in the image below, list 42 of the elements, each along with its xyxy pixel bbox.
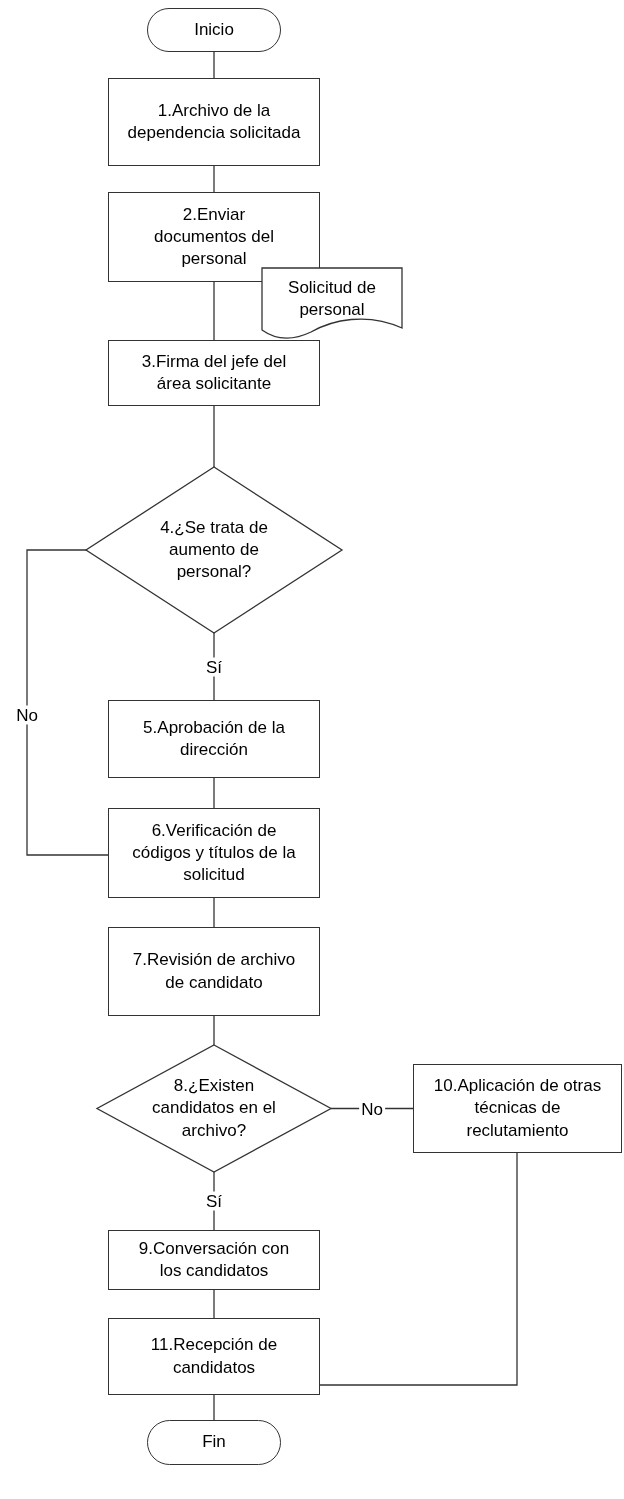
node-text: 2.Enviar documentos del personal: [153, 203, 275, 271]
node-text: 10.Aplicación de otras técnicas de reclutamiento: [432, 1075, 603, 1142]
connector-line: [213, 1394, 215, 1421]
node-text: 5.Aprobación de la dirección: [142, 716, 286, 761]
process-box: [108, 700, 320, 778]
terminator-shape: [147, 1420, 281, 1465]
terminator-shape: [147, 8, 281, 52]
edge-label: No: [14, 705, 40, 725]
connector-line: [213, 897, 215, 928]
node-text: Inicio: [194, 18, 234, 41]
connector-line: [213, 165, 215, 193]
edge-label: Sí: [203, 657, 225, 676]
connector-line: [213, 405, 215, 468]
connector-line: [213, 1289, 215, 1319]
decision-diamond: [86, 467, 342, 633]
node-text: 8.¿Existen candidatos en el archivo?: [151, 1075, 277, 1142]
process-box: [108, 1230, 320, 1290]
node-text: Fin: [202, 1431, 226, 1454]
connector-line: [213, 281, 215, 341]
node-text: 1.Archivo de la dependencia solicitada: [126, 99, 302, 144]
node-text: 7.Revisión de archivo de candidato: [131, 949, 297, 994]
process-box: [108, 808, 320, 898]
process-box: [108, 927, 320, 1016]
process-box: [108, 192, 320, 282]
connector-line: [213, 1015, 215, 1046]
connector-line: [26, 549, 109, 856]
process-box: [108, 1318, 320, 1395]
edge-label: Sí: [203, 1191, 225, 1211]
process-box: [108, 340, 320, 406]
node-text: 3.Firma del jefe del área solicitante: [140, 350, 288, 395]
process-box: [413, 1064, 622, 1153]
node-text: 6.Verificación de códigos y títulos de la solicitud: [131, 819, 297, 887]
decision-diamond: [97, 1045, 331, 1172]
connector-line: [213, 51, 215, 79]
connector-line: [319, 1152, 518, 1386]
process-box: [108, 78, 320, 166]
node-text: 9.Conversación con los candidatos: [137, 1237, 291, 1282]
document-shape: [262, 268, 402, 338]
node-text: 4.¿Se trata de aumento de personal?: [159, 516, 269, 584]
connector-line: [213, 777, 215, 809]
node-text: 11.Recepción de candidatos: [149, 1334, 279, 1379]
node-text: Solicitud de personal: [287, 276, 377, 321]
